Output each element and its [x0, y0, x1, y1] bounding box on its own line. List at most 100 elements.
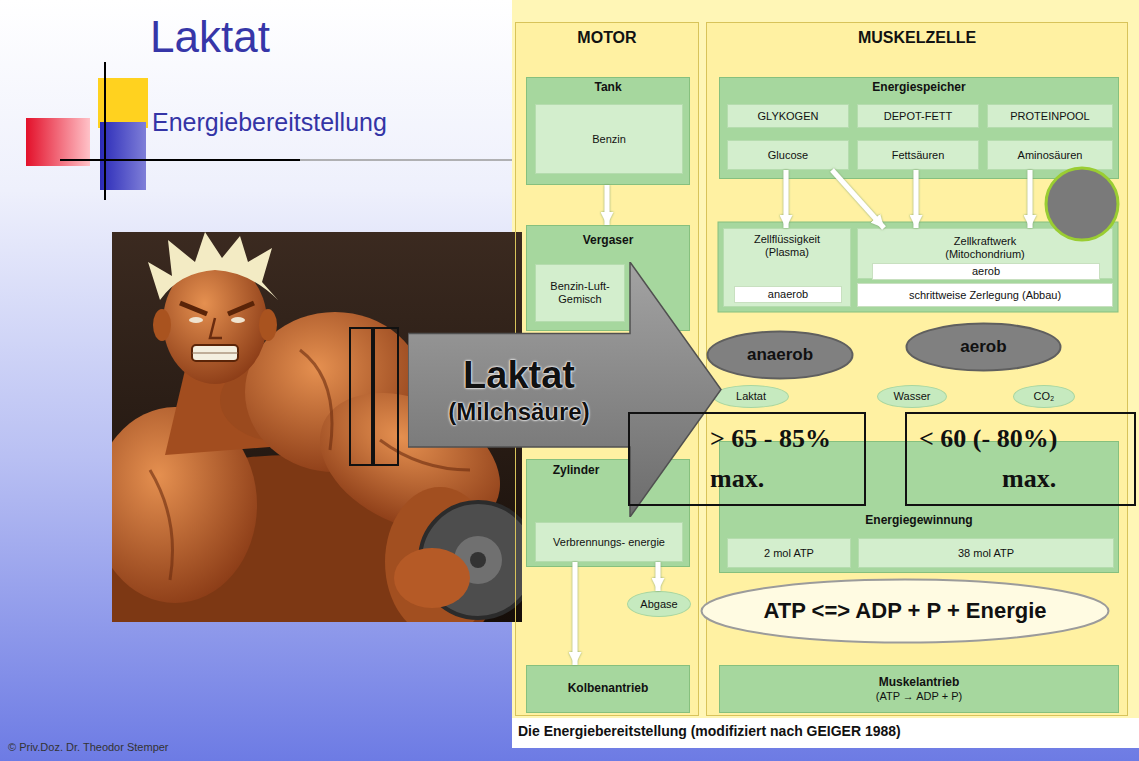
node-text: Laktat — [733, 390, 769, 403]
hair — [148, 232, 278, 300]
node-text: aerob — [969, 265, 1003, 278]
node-text: aerob — [957, 337, 1009, 357]
flow-arrow — [914, 170, 919, 228]
ellipse-shape — [702, 580, 1109, 643]
caption-band — [512, 718, 1139, 748]
node-text: Muskelantrieb — [876, 676, 963, 690]
node-text: DEPOT-FETT — [881, 110, 955, 123]
content-box: Benzin-Luft- Gemisch — [535, 264, 625, 322]
flow-arrow — [605, 185, 610, 225]
node-text: > 65 - 85% — [630, 424, 831, 454]
state-box: aerob — [872, 263, 1100, 280]
node-text: Wasser — [891, 390, 934, 403]
node-text: Benzin-Luft- Gemisch — [536, 280, 624, 305]
content-box: Zellflüssigkeit (Plasma) anaerob — [723, 228, 851, 307]
product-oval: Wasser — [877, 385, 947, 408]
dumbbell-hub — [470, 552, 486, 568]
flow-arrow — [573, 562, 578, 665]
text-slot: Die Energiebereitstellung (modifiziert n… — [518, 723, 901, 739]
content-box: GLYKOGEN — [727, 104, 849, 128]
content-box: Verbrennungs- energie — [535, 522, 683, 562]
ellipse-shape — [907, 324, 1061, 371]
slide-title: Laktat — [150, 12, 270, 63]
flow-arrow — [832, 170, 884, 228]
node-text: anaerob — [744, 345, 816, 365]
content-box: 2 mol ATP — [727, 538, 851, 568]
node-text: Fettsäuren — [889, 149, 948, 162]
rule-line — [300, 159, 512, 161]
node-text: Zylinder — [550, 464, 603, 478]
eye — [189, 317, 203, 323]
figure-caption: Die Energiebereitstellung (modifiziert n… — [518, 723, 901, 739]
node-text: Zellkraftwerk (Mitochondrium) — [929, 235, 1041, 260]
slide-subtitle: Energiebereitstellung — [152, 108, 387, 137]
copyright-note: © Priv.Doz. Dr. Theodor Stemper — [8, 741, 169, 754]
state-box: schrittweise Zerlegung (Abbau) — [857, 283, 1113, 307]
section-box: Energiegewinnung 2 mol ATP 38 mol ATP — [719, 441, 1119, 573]
content-box: 38 mol ATP — [858, 538, 1114, 568]
node-text: Tank — [591, 81, 624, 95]
node-text: Glucose — [765, 149, 811, 162]
node-text: Abgase — [637, 598, 680, 611]
logo-line — [60, 159, 300, 161]
node-text: Zellflüssigkeit (Plasma) — [742, 233, 832, 258]
node-text: GLYKOGEN — [755, 110, 822, 123]
marker-frame — [350, 328, 372, 465]
ear — [259, 309, 277, 341]
node-text: Laktat — [460, 354, 578, 398]
node-text: 2 mol ATP — [761, 547, 817, 560]
content-box: DEPOT-FETT — [857, 104, 979, 128]
node-text: PROTEINPOOL — [1007, 110, 1092, 123]
teeth — [192, 345, 238, 361]
content-box: Fettsäuren — [857, 140, 979, 170]
text-slot: Laktat — [150, 12, 270, 63]
ellipse-shape — [708, 332, 853, 379]
content-box: Aminosäuren — [987, 140, 1113, 170]
product-oval: Laktat — [713, 385, 789, 408]
node-text: max. — [907, 464, 1056, 494]
node-text: Energiegewinnung — [862, 514, 975, 528]
section-box: ZylinderVerbrennungs- energie — [526, 459, 690, 567]
node-text: Aminosäuren — [1015, 149, 1086, 162]
grey-dot — [1046, 168, 1118, 240]
node-text: MOTOR — [574, 29, 639, 47]
arrow-shape — [408, 262, 721, 517]
node-text: anaerob — [765, 288, 811, 301]
content-box: Benzin — [535, 104, 683, 174]
node-text: ATP <=> ADP + P + Energie — [760, 598, 1049, 623]
flow-arrow — [656, 562, 661, 591]
content-box: PROTEINPOOL — [987, 104, 1113, 128]
node-text: < 60 (- 80%) — [907, 424, 1057, 454]
text-slot: Energiebereitstellung — [152, 108, 387, 137]
section-frame — [718, 222, 1118, 312]
product-oval: Abgase — [627, 591, 691, 617]
node-text: max. — [630, 464, 764, 494]
node-text: Energiespeicher — [869, 81, 968, 95]
logo-square — [26, 118, 90, 166]
section-box: TankBenzin — [526, 77, 690, 185]
flow-arrow — [1028, 170, 1033, 228]
node-text: Verbrennungs- energie — [550, 536, 668, 549]
node-text: Vergaser — [580, 234, 637, 248]
pathway-ellipse: anaerob — [706, 330, 854, 380]
node-text: (Milchsäure) — [445, 398, 592, 426]
node-text: Benzin — [589, 133, 629, 146]
fist — [394, 548, 470, 608]
logo-square — [100, 122, 146, 190]
ear — [153, 309, 171, 341]
atp-equation-ellipse: ATP <=> ADP + P + Energie — [700, 578, 1110, 644]
teeth — [192, 353, 238, 354]
section-box: EnergiespeicherGLYKOGEN DEPOT-FETT PROTEIN… — [719, 77, 1119, 179]
node-text: (ATP → ADP + P) — [873, 690, 966, 703]
state-box: anaerob — [734, 286, 842, 303]
node-text: Kolbenantrieb — [565, 682, 652, 696]
node-text: schrittweise Zerlegung (Abbau) — [906, 289, 1064, 302]
section-box: Kolbenantrieb — [526, 665, 690, 713]
text-slot: © Priv.Doz. Dr. Theodor Stemper — [8, 741, 169, 754]
flow-arrow — [784, 170, 789, 228]
intensity-box: > 65 - 85% max. — [628, 412, 866, 506]
node-text: MUSKELZELLE — [855, 29, 979, 47]
node-text: 38 mol ATP — [955, 547, 1017, 560]
